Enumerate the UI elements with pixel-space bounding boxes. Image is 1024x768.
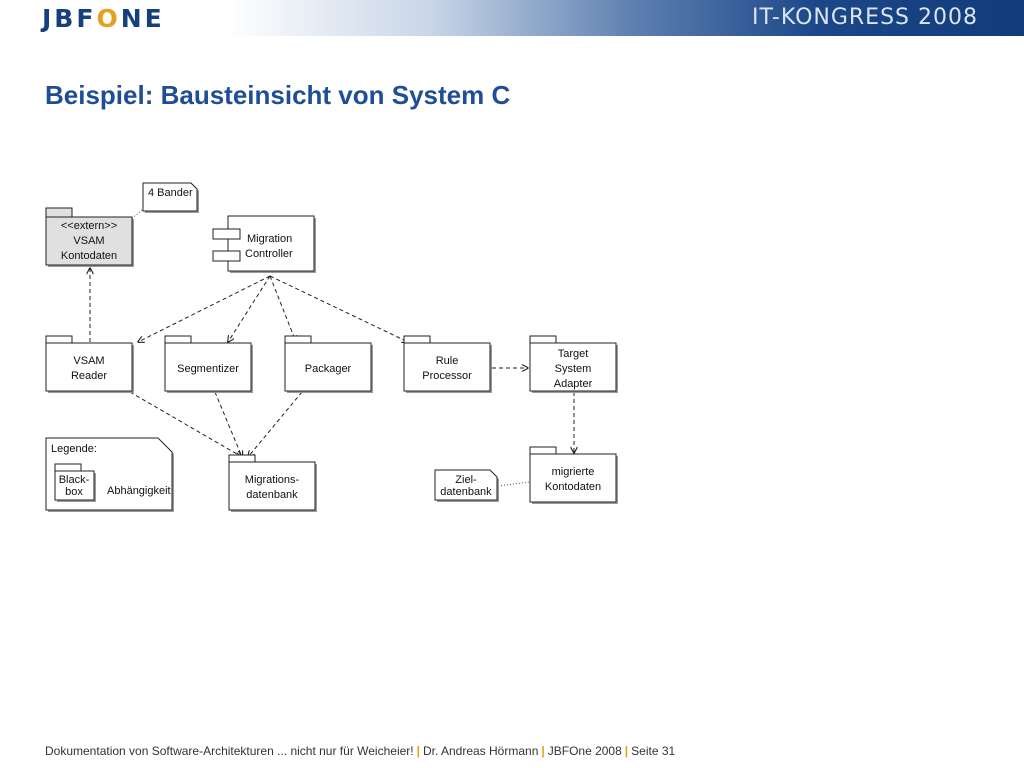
footer-separator: | [416, 744, 420, 758]
box-target-system-adapter: Target System Adapter [529, 335, 618, 393]
box-vsam-reader: VSAM Reader [45, 335, 134, 393]
jbfone-logo: JBFONE [42, 4, 165, 33]
svg-text:VSAM: VSAM [73, 355, 104, 367]
note-4-bander: 4 Bander [142, 182, 199, 213]
legend-dependency-label: Abhängigkeit [107, 485, 171, 497]
header-banner: JBFONE IT-KONGRESS 2008 [0, 0, 1024, 36]
svg-text:Kontodaten: Kontodaten [545, 481, 601, 493]
svg-text:datenbank: datenbank [246, 489, 298, 501]
svg-text:<<extern>>: <<extern>> [61, 220, 117, 232]
arrow-controller-to-packager [269, 275, 296, 342]
svg-text:Processor: Processor [422, 370, 472, 382]
arrow-controller-to-reader [138, 275, 271, 342]
svg-text:System: System [555, 363, 592, 375]
note-4-bander-text: 4 Bander [148, 187, 193, 199]
arrow-packager-to-migdb [248, 391, 303, 457]
svg-text:Ziel-: Ziel- [455, 474, 477, 486]
arrow-controller-to-segmentizer [228, 275, 271, 342]
arrow-reader-to-migdb [129, 391, 242, 457]
arrow-controller-to-rule [269, 275, 408, 342]
box-migrierte-kontodaten: migrierte Kontodaten [529, 446, 618, 504]
legend: Legende: Black- box Abhängigkeit [45, 437, 174, 512]
footer-separator: | [624, 744, 629, 758]
svg-text:VSAM: VSAM [73, 235, 104, 247]
box-rule-processor: Rule Processor [403, 335, 492, 393]
svg-text:migrierte: migrierte [552, 466, 595, 478]
svg-text:Kontodaten: Kontodaten [61, 250, 117, 262]
box-packager: Packager [284, 335, 373, 393]
footer-author: Dr. Andreas Hörmann [422, 744, 539, 758]
svg-text:Black-: Black- [59, 474, 90, 486]
footer-page-number: Seite 31 [631, 744, 676, 758]
svg-text:Target: Target [558, 348, 589, 360]
footer: Dokumentation von Software-Architekturen… [45, 744, 675, 758]
arrow-segmentizer-to-migdb [214, 391, 242, 457]
svg-text:Reader: Reader [71, 370, 107, 382]
event-title: IT-KONGRESS 2008 [752, 5, 978, 30]
svg-text:Adapter: Adapter [554, 378, 593, 390]
svg-text:Rule: Rule [436, 355, 459, 367]
legend-title: Legende: [51, 443, 97, 455]
footer-topic: Dokumentation von Software-Architekturen… [45, 744, 414, 758]
svg-text:Segmentizer: Segmentizer [177, 363, 239, 375]
svg-text:datenbank: datenbank [440, 486, 492, 498]
footer-event: JBFOne 2008 [547, 744, 622, 758]
svg-text:Packager: Packager [305, 363, 352, 375]
svg-text:Migration: Migration [247, 233, 292, 245]
footer-separator: | [541, 744, 545, 758]
note-anchor-ziel [497, 481, 531, 487]
slide-title: Beispiel: Bausteinsicht von System C [45, 80, 511, 110]
svg-text:Controller: Controller [245, 248, 293, 260]
box-migration-controller: Migration Controller [212, 215, 316, 273]
box-migrationsdatenbank: Migrations- datenbank [228, 454, 317, 512]
svg-text:box: box [65, 486, 83, 498]
box-vsam-kontodaten: <<extern>> VSAM Kontodaten [45, 207, 134, 267]
svg-text:Migrations-: Migrations- [245, 474, 300, 486]
box-segmentizer: Segmentizer [164, 335, 253, 393]
note-zieldatenbank: Ziel- datenbank [434, 469, 499, 502]
